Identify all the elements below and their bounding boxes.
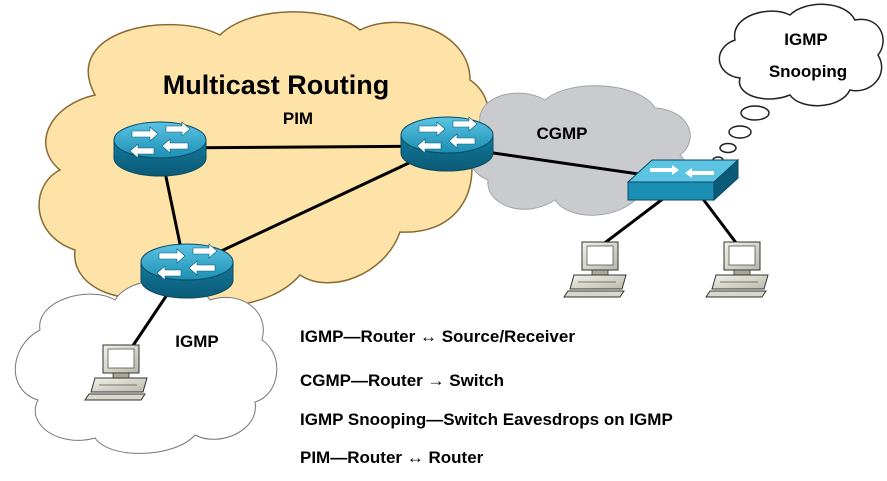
link-router1-router2 bbox=[159, 144, 446, 150]
legend-line-igmp-snooping: IGMP Snooping—Switch Eavesdrops on IGMP bbox=[300, 410, 673, 430]
router-icon[interactable] bbox=[400, 116, 494, 172]
legend-line-pim: PIM—Router ↔ Router bbox=[300, 448, 483, 468]
legend-line-cgmp: CGMP—Router → Switch bbox=[300, 371, 504, 391]
legend-dash: — bbox=[343, 327, 361, 346]
legend-right: Switch bbox=[449, 371, 505, 390]
snooping-label-line2: Snooping bbox=[769, 62, 847, 81]
legend-arrow: ↔ bbox=[406, 448, 424, 467]
igmp-cloud bbox=[14, 279, 278, 454]
legend-left: Switch Eavesdrops on IGMP bbox=[443, 410, 673, 429]
multicast-routing-cloud bbox=[38, 11, 490, 307]
multicast-routing-title: Multicast Routing bbox=[163, 70, 389, 100]
legend-left: Router bbox=[360, 327, 416, 346]
switch-icon[interactable] bbox=[626, 158, 740, 202]
legend-left: Router bbox=[347, 448, 403, 467]
pim-label: PIM bbox=[283, 109, 313, 128]
link-switch-pc1 bbox=[597, 193, 669, 250]
thought-bubble-dot bbox=[728, 125, 752, 139]
legend-dash: — bbox=[351, 371, 368, 390]
legend-protocol: IGMP bbox=[300, 327, 344, 346]
legend-dash: — bbox=[330, 448, 348, 467]
legend-line-igmp: IGMP—Router ↔ Source/Receiver bbox=[300, 327, 575, 347]
legend-arrow: ↔ bbox=[419, 327, 437, 346]
router-icon[interactable] bbox=[113, 121, 207, 177]
legend-protocol: IGMP Snooping bbox=[300, 410, 427, 429]
legend-arrow: → bbox=[427, 371, 445, 390]
workstation-icon[interactable] bbox=[705, 241, 769, 298]
link-switch-pc2 bbox=[698, 194, 742, 249]
legend-dash: — bbox=[426, 410, 444, 429]
cgmp-label: CGMP bbox=[537, 124, 588, 143]
link-router2-router3 bbox=[184, 144, 446, 270]
legend-protocol: PIM bbox=[300, 448, 331, 467]
workstation-icon[interactable] bbox=[563, 241, 627, 298]
legend-protocol: CGMP bbox=[300, 371, 351, 390]
thought-cloud-icon bbox=[718, 3, 884, 107]
igmp-label: IGMP bbox=[175, 332, 218, 351]
router-icon[interactable] bbox=[140, 243, 234, 299]
thought-bubble-dot bbox=[719, 142, 737, 154]
snooping-label-line1: IGMP bbox=[784, 30, 827, 49]
legend-right: Source/Receiver bbox=[441, 327, 575, 346]
legend-left: Router bbox=[368, 371, 423, 390]
legend-right: Router bbox=[428, 448, 484, 467]
thought-bubble-dot bbox=[740, 105, 770, 121]
